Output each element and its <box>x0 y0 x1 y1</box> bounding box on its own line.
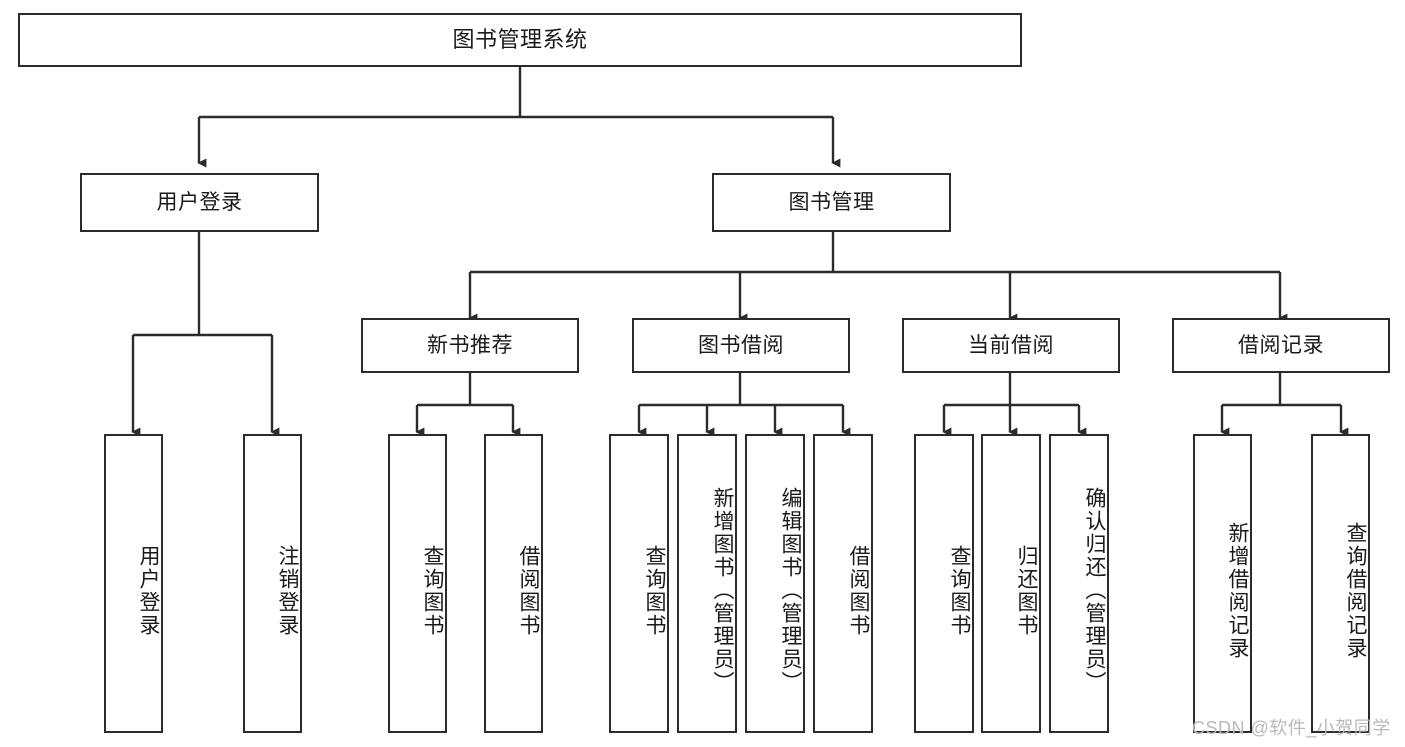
node-book-management[interactable]: 图书管理 <box>712 173 951 232</box>
node-label: 查询图书 <box>948 544 971 637</box>
node-label: 图书借阅 <box>698 333 784 357</box>
node-label: 用户登录 <box>156 190 243 214</box>
leaf-user-login[interactable]: 用户登录 <box>104 434 163 733</box>
node-label: 查询借阅记录 <box>1344 521 1367 660</box>
node-label: 用户登录 <box>137 544 160 637</box>
node-label: 借阅记录 <box>1238 333 1324 357</box>
node-root-book-management-system[interactable]: 图书管理系统 <box>18 13 1022 67</box>
leaf-add-book-admin[interactable]: 新增图书（管理员） <box>677 434 737 733</box>
node-label: 图书管理系统 <box>452 26 588 52</box>
node-book-borrow[interactable]: 图书借阅 <box>632 318 850 373</box>
node-label: 确认归还（管理员） <box>1083 487 1106 694</box>
node-label: 新增图书（管理员） <box>711 487 734 694</box>
leaf-add-borrow-record[interactable]: 新增借阅记录 <box>1193 434 1252 733</box>
leaf-return-book[interactable]: 归还图书 <box>981 434 1041 733</box>
node-new-book-recommend[interactable]: 新书推荐 <box>361 318 579 373</box>
leaf-borrow-book[interactable]: 借阅图书 <box>813 434 873 733</box>
node-label: 查询图书 <box>643 544 666 637</box>
leaf-query-book-current[interactable]: 查询图书 <box>914 434 974 733</box>
node-label: 新增借阅记录 <box>1226 521 1249 660</box>
node-label: 注销登录 <box>276 544 299 637</box>
node-label: 借阅图书 <box>847 544 870 637</box>
leaf-confirm-return-admin[interactable]: 确认归还（管理员） <box>1049 434 1109 733</box>
leaf-query-book-borrow[interactable]: 查询图书 <box>609 434 669 733</box>
node-label: 新书推荐 <box>427 333 513 357</box>
leaf-query-book-recommend[interactable]: 查询图书 <box>388 434 447 733</box>
csdn-watermark: CSDN @软件_小贺同学 <box>1192 718 1391 738</box>
node-label: 归还图书 <box>1015 544 1038 637</box>
node-label: 借阅图书 <box>517 544 540 637</box>
node-label: 编辑图书（管理员） <box>779 487 802 694</box>
leaf-query-borrow-record[interactable]: 查询借阅记录 <box>1311 434 1370 733</box>
leaf-borrow-book-recommend[interactable]: 借阅图书 <box>484 434 543 733</box>
leaf-edit-book-admin[interactable]: 编辑图书（管理员） <box>745 434 805 733</box>
leaf-logout-login[interactable]: 注销登录 <box>243 434 302 733</box>
node-label: 查询图书 <box>421 544 444 637</box>
node-current-borrow[interactable]: 当前借阅 <box>902 318 1120 373</box>
node-label: 图书管理 <box>788 190 875 214</box>
node-borrow-record[interactable]: 借阅记录 <box>1172 318 1390 373</box>
node-label: 当前借阅 <box>968 333 1054 357</box>
node-user-login[interactable]: 用户登录 <box>80 173 319 232</box>
